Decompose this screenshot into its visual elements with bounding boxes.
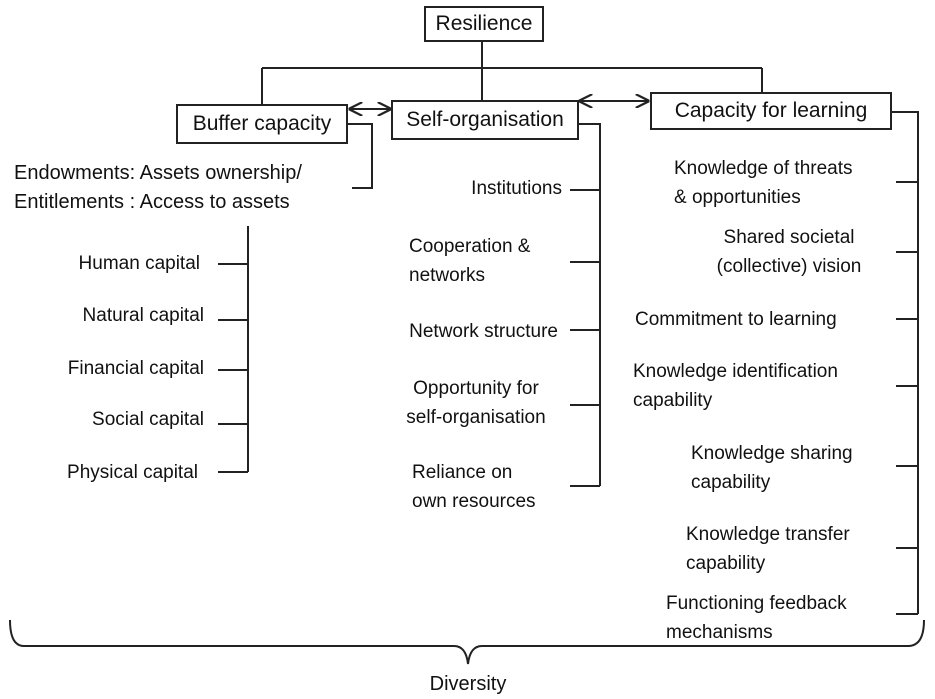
selforg-institutions: Institutions (471, 178, 562, 199)
learning-identification: Knowledge identification capability (633, 361, 838, 411)
capital-financial: Financial capital (67, 358, 204, 379)
buffer-endowment-bracket (348, 123, 373, 189)
capital-social: Social capital (92, 409, 204, 430)
selforg-reliance: Reliance on own resources (412, 462, 536, 512)
diversity-label: Diversity (429, 673, 507, 695)
learning-transfer: Knowledge transfer capability (686, 524, 850, 574)
learning-knowledge-threats: Knowledge of threats & opportunities (674, 158, 853, 208)
learning-commitment: Commitment to learning (635, 309, 837, 330)
selforg-spine (578, 123, 601, 486)
selforg-opportunity: Opportunity for self-organisation (406, 378, 546, 428)
selforg-network-structure: Network structure (409, 321, 558, 342)
learning-feedback: Functioning feedback mechanisms (666, 593, 847, 643)
diversity-brace (9, 619, 925, 665)
selforg-cooperation: Cooperation & networks (409, 236, 531, 286)
learning-sharing: Knowledge sharing capability (691, 443, 853, 493)
capital-natural: Natural capital (82, 305, 204, 326)
buffer-capacity-box: Buffer capacity (176, 104, 348, 144)
capital-human: Human capital (78, 253, 200, 274)
resilience-box: Resilience (424, 6, 544, 42)
capacity-for-learning-box: Capacity for learning (650, 92, 892, 130)
self-organisation-box: Self-organisation (391, 100, 579, 140)
learning-shared-vision: Shared societal (collective) vision (716, 227, 862, 277)
endowments-text: Endowments: Assets ownership/ Entitlemen… (14, 162, 302, 213)
capital-physical: Physical capital (67, 462, 198, 483)
learning-spine (892, 111, 919, 614)
